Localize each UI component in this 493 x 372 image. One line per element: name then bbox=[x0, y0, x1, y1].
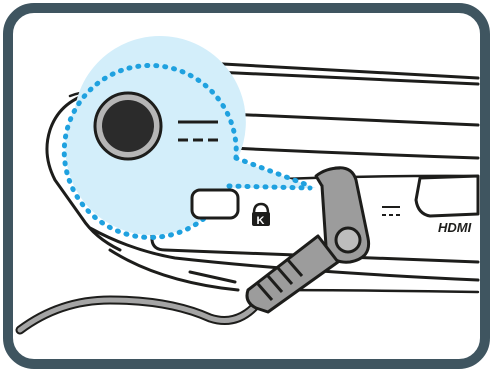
panel-dc-polarity-icon bbox=[382, 206, 400, 216]
dc-plug bbox=[245, 166, 371, 314]
callout-outline bbox=[61, 63, 313, 240]
dc-socket bbox=[190, 188, 240, 220]
power-cable bbox=[15, 293, 267, 335]
dc-jack-icon bbox=[93, 91, 163, 161]
hdmi-label: HDMI bbox=[438, 220, 472, 235]
lock-glyph: K bbox=[257, 215, 265, 227]
kensington-lock-icon: K bbox=[252, 202, 270, 227]
hdmi-port bbox=[414, 174, 480, 218]
dc-polarity-icon bbox=[178, 120, 218, 142]
hdmi-logo-icon: HDMI bbox=[438, 220, 472, 235]
